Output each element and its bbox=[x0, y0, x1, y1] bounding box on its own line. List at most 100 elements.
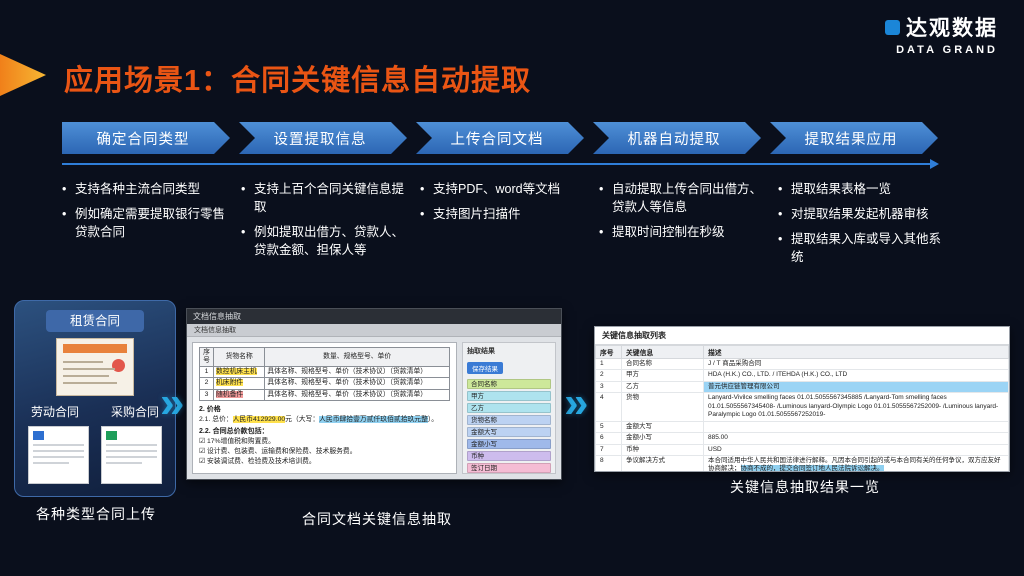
cell-key: 币种 bbox=[621, 443, 704, 456]
cell-desc: 具体名称、规格型号、单价（技术协议）（货款清单） bbox=[264, 388, 450, 401]
cell-no: 2 bbox=[595, 369, 622, 382]
check-item: ☑ 设计费、包装费、运输费和保险费、技术服务费。 bbox=[199, 448, 357, 456]
entity-chip: 金额小写 bbox=[467, 439, 551, 449]
result-table: 序号 关键信息 描述 1 合同名称 J / T 商品采购合同 2 甲方 HDA … bbox=[595, 345, 1009, 472]
cell-name: 数控机床主机 bbox=[212, 366, 266, 379]
result-table-window: 关键信息抽取列表 序号 关键信息 描述 1 合同名称 J / T 商品采购合同 … bbox=[594, 326, 1010, 472]
purchase-doc-thumbnail bbox=[101, 426, 162, 484]
contract-types-panel: 租赁合同 劳动合同 采购合同 bbox=[14, 300, 176, 497]
cell-desc: J / T 商品采购合同 bbox=[703, 357, 1009, 371]
caption-result-overview: 关键信息抽取结果一览 bbox=[730, 479, 880, 495]
caption-doc-extraction: 合同文档关键信息抽取 bbox=[302, 511, 452, 527]
table-row: 1 数控机床主机 具体名称、规格型号、单价（技术协议）（货款清单） bbox=[199, 366, 450, 379]
bullet: 提取结果表格一览 bbox=[778, 180, 942, 198]
price-prefix: 2.1. 总价： bbox=[199, 415, 233, 423]
bullet: 提取结果入库或导入其他系统 bbox=[778, 230, 942, 266]
purchase-contract-tag: 采购合同 bbox=[110, 405, 159, 419]
table-row: 3 乙方 普元供应链管理有限公司 bbox=[595, 380, 1009, 394]
step-1-label: 确定合同类型 bbox=[96, 131, 190, 148]
bullet: 自动提取上传合同出借方、贷款人等信息 bbox=[599, 180, 763, 216]
lease-contract-tag: 租赁合同 bbox=[46, 310, 144, 332]
thumb-text-line bbox=[33, 444, 84, 446]
step-3: 上传合同文档 bbox=[416, 122, 584, 154]
result-col-key: 关键信息 bbox=[621, 345, 704, 359]
goods-col-desc: 数量、规格型号、单价 bbox=[264, 346, 450, 368]
step-3-label: 上传合同文档 bbox=[450, 131, 544, 148]
title-arrow-icon bbox=[0, 54, 46, 96]
labor-doc-thumbnail bbox=[28, 426, 89, 484]
entity-chip: 金额大写 bbox=[467, 427, 551, 437]
excel-doc-icon bbox=[106, 431, 117, 440]
check-item: ☑ 安装调试费、检验费及技术培训费。 bbox=[199, 458, 316, 466]
cell-key: 合同名称 bbox=[621, 357, 704, 371]
step-1: 确定合同类型 bbox=[62, 122, 230, 154]
sidebar-title: 抽取结果 bbox=[467, 348, 495, 355]
cell-no: 6 bbox=[595, 432, 622, 445]
photo-text-line bbox=[63, 368, 115, 370]
goods-col-name: 货物名称 bbox=[212, 346, 266, 368]
cell-desc: 本合同适用中华人民共和国法律进行解释。凡因本合同引起的或与本合同有关的任何争议，… bbox=[703, 454, 1009, 472]
page-title: 应用场景1：合同关键信息自动提取 bbox=[64, 65, 532, 97]
cell-no: 2 bbox=[199, 377, 214, 390]
step-2-label: 设置提取信息 bbox=[273, 131, 367, 148]
contract-photo-header bbox=[63, 344, 127, 353]
price-heading: 2. 价格 bbox=[199, 405, 221, 413]
bullet: 支持上百个合同关键信息提取 bbox=[241, 180, 405, 216]
table-row: 1 合同名称 J / T 商品采购合同 bbox=[595, 357, 1009, 371]
cell-desc: 具体名称、规格型号、单价（技术协议）（货款清单） bbox=[264, 377, 450, 390]
cell-no: 8 bbox=[595, 454, 622, 471]
thumb-text-line bbox=[106, 444, 157, 446]
photo-text-line bbox=[63, 382, 117, 384]
cell-key: 金额大写 bbox=[621, 420, 704, 434]
bullet: 提取时间控制在秒级 bbox=[599, 223, 763, 241]
goods-col-no: 序号 bbox=[199, 346, 214, 368]
cell-desc: USD bbox=[703, 443, 1009, 456]
price-line: 2.1. 总价：人民币412929.00元（大写：人民币肆拾壹万贰仟玖佰贰拾玖元… bbox=[199, 415, 450, 424]
caption-contract-upload: 各种类型合同上传 bbox=[36, 506, 156, 522]
step-4: 机器自动提取 bbox=[593, 122, 761, 154]
column-1: 支持各种主流合同类型 例如确定需要提取银行零售贷款合同 bbox=[62, 180, 232, 274]
bullet: 例如提取出借方、贷款人、贷款金额、担保人等 bbox=[241, 223, 405, 259]
desc-text-highlighted: 协商不成的，提交合同签订地人民法院诉讼解决。 bbox=[740, 465, 884, 472]
column-3: 支持PDF、word等文档 支持图片扫描件 bbox=[420, 180, 590, 274]
entity-chip: 币种 bbox=[467, 451, 551, 461]
thumb-text-line bbox=[33, 462, 69, 464]
price-amount-cn-highlight: 人民币肆拾壹万贰仟玖佰贰拾玖元整 bbox=[319, 415, 428, 423]
cell-no: 4 bbox=[595, 392, 622, 422]
cell-name: 随机备件 bbox=[212, 388, 266, 401]
brand-logo: 达观数据 DATA GRAND bbox=[885, 12, 998, 56]
cell-no: 5 bbox=[595, 420, 622, 434]
table-row: 3 随机备件 具体名称、规格型号、单价（技术协议）（货款清单） bbox=[199, 388, 450, 401]
step-5-label: 提取结果应用 bbox=[804, 131, 898, 148]
highlighted-entity: 数控机床主机 bbox=[216, 368, 257, 376]
table-row: 8 争议解决方式 本合同适用中华人民共和国法律进行解释。凡因本合同引起的或与本合… bbox=[595, 454, 1009, 472]
check-item: ☑ 17%增值税和购置费。 bbox=[199, 437, 275, 445]
result-table-title: 关键信息抽取列表 bbox=[595, 327, 1009, 345]
desc-text: 本合同适用中华人民共和国法律进行解释。凡因本合同引起的或与本合同有关的任何争议，… bbox=[708, 456, 1001, 472]
window-tab: 文档信息抽取 bbox=[187, 324, 561, 337]
brand-mark-icon bbox=[885, 19, 900, 35]
price-mid: 元（大写： bbox=[285, 415, 320, 423]
cell-key: 争议解决方式 bbox=[621, 454, 704, 471]
cell-no: 1 bbox=[199, 366, 214, 379]
step-2: 设置提取信息 bbox=[239, 122, 407, 154]
save-results-button: 保存结果 bbox=[467, 362, 503, 374]
column-2: 支持上百个合同关键信息提取 例如提取出借方、贷款人、贷款金额、担保人等 bbox=[241, 180, 411, 274]
entity-chip: 合同名称 bbox=[467, 379, 551, 389]
table-row: 6 金额小写 885.00 bbox=[595, 432, 1009, 445]
cell-name: 机床附件 bbox=[212, 377, 266, 390]
word-doc-icon bbox=[33, 431, 44, 440]
step-4-label: 机器自动提取 bbox=[627, 131, 721, 148]
cell-no: 3 bbox=[595, 380, 622, 394]
entity-chip: 签订日期 bbox=[467, 463, 551, 473]
brand-name-cn: 达观数据 bbox=[906, 17, 998, 40]
table-row: 2 甲方 HDA (H.K.) CO., LTD. / ITEHDA (H.K.… bbox=[595, 369, 1009, 382]
price-suffix: ）。 bbox=[427, 415, 439, 423]
highlighted-entity: 随机备件 bbox=[216, 390, 244, 398]
thumb-text-line bbox=[33, 456, 84, 458]
cell-desc-highlighted: 普元供应链管理有限公司 bbox=[703, 380, 1009, 394]
cell-desc bbox=[703, 420, 1009, 434]
bullet: 例如确定需要提取银行零售贷款合同 bbox=[62, 205, 226, 241]
entity-chip: 甲方 bbox=[467, 391, 551, 401]
